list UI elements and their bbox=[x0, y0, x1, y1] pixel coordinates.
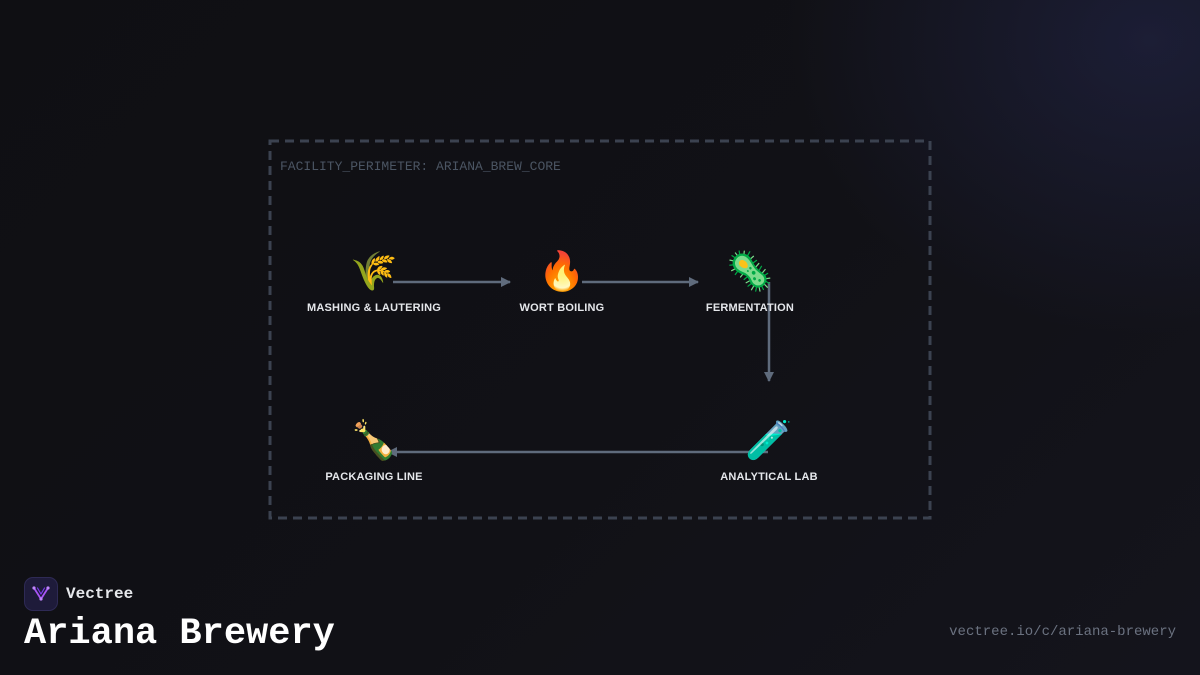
test-tube-icon: 🧪 bbox=[745, 419, 792, 462]
node-label-mashing: MASHING & LAUTERING bbox=[307, 302, 441, 314]
node-packaging[interactable]: 🍾 PACKAGING LINE bbox=[325, 418, 422, 483]
node-label-boiling: WORT BOILING bbox=[520, 302, 605, 314]
fire-icon: 🔥 bbox=[538, 249, 585, 293]
vectree-logo-icon bbox=[24, 577, 58, 611]
node-label-packaging: PACKAGING LINE bbox=[325, 471, 422, 483]
brand[interactable]: Vectree bbox=[24, 577, 133, 611]
node-mashing[interactable]: 🌾 MASHING & LAUTERING bbox=[307, 250, 441, 314]
brand-name: Vectree bbox=[66, 585, 134, 603]
page-url[interactable]: vectree.io/c/ariana-brewery bbox=[949, 624, 1176, 640]
node-lab[interactable]: 🧪 ANALYTICAL LAB bbox=[720, 419, 818, 483]
node-label-fermentation: FERMENTATION bbox=[706, 302, 794, 314]
node-boiling[interactable]: 🔥 WORT BOILING bbox=[520, 249, 605, 314]
page-title: Ariana Brewery bbox=[24, 613, 335, 655]
node-fermentation[interactable]: 🦠 FERMENTATION bbox=[706, 249, 794, 314]
perimeter-label: FACILITY_PERIMETER: ARIANA_BREW_CORE bbox=[280, 159, 561, 174]
facility-perimeter bbox=[268, 139, 932, 520]
microbe-icon: 🦠 bbox=[726, 249, 773, 293]
node-label-lab: ANALYTICAL LAB bbox=[720, 471, 818, 483]
bottle-icon: 🍾 bbox=[350, 418, 397, 462]
wheat-icon: 🌾 bbox=[350, 250, 397, 293]
